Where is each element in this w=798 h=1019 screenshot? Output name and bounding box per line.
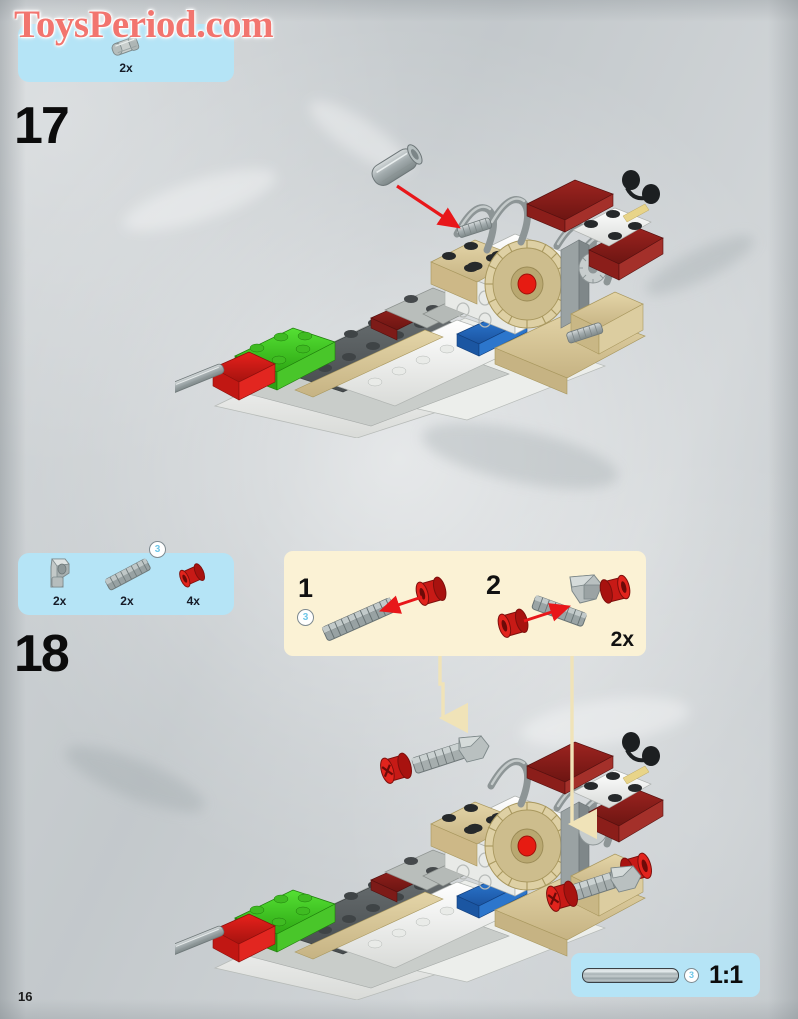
- scale-reference-marker: 3: [684, 967, 699, 983]
- step-18-number: 18: [14, 625, 70, 683]
- reference-marker-circle: 3: [148, 541, 166, 558]
- installed-subassembly-lower: [546, 852, 652, 912]
- step-17-number: 17: [14, 97, 70, 155]
- scale-ratio-label: 1:1: [709, 960, 743, 989]
- part-quantity: 2x: [119, 61, 133, 75]
- assembly-arrow-icon: [379, 595, 423, 614]
- part-item: 4x: [173, 555, 213, 607]
- scale-reference-axle-icon: [582, 967, 679, 983]
- callout-quantity: 2x: [610, 628, 634, 651]
- reference-marker-circle: 3: [297, 609, 314, 626]
- part-reference-marker: 3: [148, 541, 166, 558]
- incoming-part-grey-pin: [371, 144, 423, 186]
- page-number: 16: [18, 989, 33, 1004]
- part-quantity: 2x: [52, 594, 67, 608]
- part-quantity: 4x: [186, 594, 200, 608]
- assembly-arrow-icon: [523, 603, 571, 623]
- sub-assembly-callout: 1 3 2 2x: [284, 551, 646, 656]
- grey-pin-part-icon: [111, 35, 140, 56]
- part-item: 3 2x: [98, 541, 166, 608]
- grey-ribbed-axle-part-icon: [104, 558, 151, 591]
- part-item: 2x: [104, 32, 148, 74]
- red-bushing-part-icon: [179, 563, 206, 588]
- callout-substep-2-number: 2: [486, 570, 502, 600]
- installed-subassembly-upper: [380, 735, 490, 784]
- step-18-model-illustration: [175, 732, 664, 1000]
- step-17-parts-box: 2x: [18, 24, 234, 82]
- grey-angle-connector-part-icon: [50, 558, 70, 588]
- callout-reference-marker: 3: [297, 609, 314, 626]
- step-18-parts-box: 2x 3: [18, 541, 234, 615]
- assembly-arrow-icon: [396, 184, 461, 229]
- part-item: 2x: [39, 555, 81, 607]
- step-17-model-illustration: [175, 144, 664, 438]
- one-to-one-scale-box: 3 1:1: [571, 953, 760, 997]
- part-quantity: 2x: [120, 594, 134, 608]
- reference-marker-circle: 3: [684, 967, 699, 983]
- callout-substep-1-number: 1: [298, 573, 314, 603]
- callout-illustration: [321, 574, 631, 641]
- site-watermark: ToysPeriod.com: [14, 3, 274, 46]
